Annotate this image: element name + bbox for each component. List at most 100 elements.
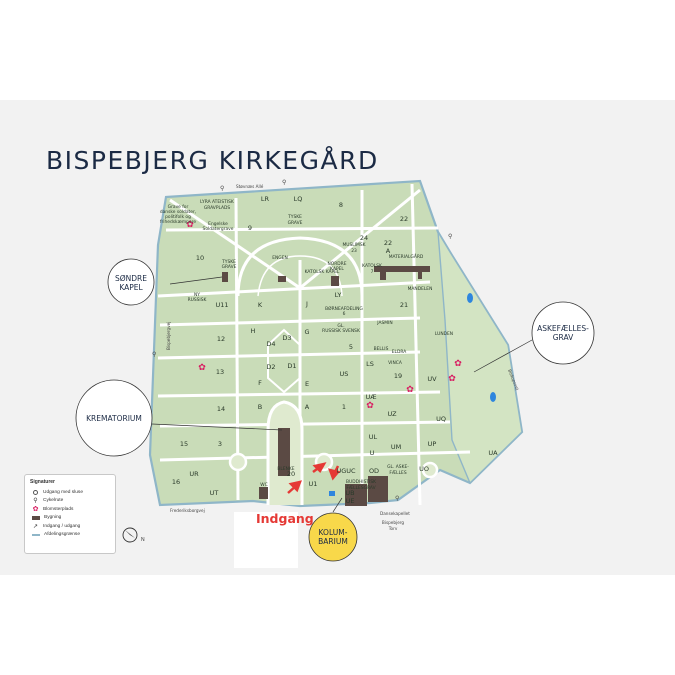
section-label: US bbox=[340, 370, 349, 378]
section-label: G bbox=[304, 328, 309, 336]
section-label: UA bbox=[488, 449, 498, 457]
arch-path bbox=[236, 236, 364, 297]
legend-label: Bygning bbox=[44, 515, 62, 521]
roundabout bbox=[421, 461, 439, 479]
bike-icon: ⚲ bbox=[33, 498, 38, 505]
section-label: E bbox=[305, 380, 309, 388]
section-label: UV bbox=[427, 375, 437, 383]
section-label: LS bbox=[366, 360, 374, 368]
section-label: UT bbox=[210, 489, 219, 497]
section-label: UO bbox=[419, 465, 429, 473]
materialgard-building bbox=[418, 270, 422, 279]
area-label: BØRNEAFDELING bbox=[325, 305, 363, 312]
diamond-path bbox=[267, 328, 301, 394]
flower-icon: ✿ bbox=[32, 506, 39, 514]
area-label: MATERIALGÅRD bbox=[389, 253, 424, 260]
section-label: 3 bbox=[218, 440, 222, 448]
section-label: 13 bbox=[216, 368, 224, 376]
road-label: Torv bbox=[388, 526, 398, 531]
area-label: WC bbox=[260, 482, 267, 488]
section-label: UQ bbox=[436, 415, 446, 423]
callout-krematorium bbox=[75, 379, 153, 457]
callout-label: ASKEFÆLLES- bbox=[537, 324, 589, 333]
area-label: RUSSISK SVENSK bbox=[322, 328, 360, 334]
section-label: UM bbox=[391, 443, 401, 451]
section-label: 21 bbox=[400, 301, 408, 309]
road-label: Bispebjergvej bbox=[166, 322, 171, 350]
section-label: 1 bbox=[342, 403, 346, 411]
katolsk-kapel-building bbox=[278, 276, 286, 282]
area-label: KAPEL bbox=[330, 266, 344, 272]
bike-icon: ⚲ bbox=[395, 495, 399, 502]
flower-markers: ✿ ✿ ✿ ✿ ✿ ✿ bbox=[186, 220, 462, 411]
callout-sondre-kapel bbox=[107, 258, 155, 306]
area-label: GRAVE bbox=[222, 264, 237, 270]
pond bbox=[490, 392, 496, 402]
callout-label: KAPEL bbox=[119, 283, 143, 292]
materialgard-building bbox=[374, 266, 430, 272]
bike-icon: ⚲ bbox=[282, 179, 286, 186]
legend-label: Udgang med sluse bbox=[43, 489, 83, 495]
area-label: frihedskæmpere bbox=[160, 219, 196, 225]
entrance-icon: ↗ bbox=[32, 523, 39, 530]
entrance-arrows bbox=[287, 462, 341, 494]
north-arrow-icon bbox=[122, 527, 138, 543]
section-label: 8 bbox=[339, 201, 343, 209]
area-label: MUSLIMSK bbox=[343, 242, 366, 248]
bike-icon: ⚲ bbox=[448, 233, 452, 240]
area-label: NORDRE bbox=[328, 261, 347, 267]
area-label: GL. ASKE- bbox=[387, 464, 409, 470]
callout-kolumbarium bbox=[308, 512, 358, 562]
section-label: D3 bbox=[282, 334, 291, 342]
road-label: Støvnæs Allé bbox=[236, 184, 264, 189]
area-label: politifolk og bbox=[165, 214, 191, 220]
main-paths bbox=[157, 183, 471, 506]
gate-icon bbox=[33, 489, 38, 495]
section-label: 10 bbox=[196, 254, 204, 262]
section-label: 15 bbox=[180, 440, 188, 448]
callout-askefaelles bbox=[531, 301, 595, 365]
area-label: GL. bbox=[337, 323, 344, 329]
section-label: D1 bbox=[287, 362, 296, 370]
entrance-box bbox=[234, 512, 298, 568]
flower-icon: ✿ bbox=[366, 401, 374, 411]
section-label: UÆ bbox=[365, 393, 376, 401]
bike-icon: ⚲ bbox=[220, 185, 224, 192]
legend-label: Cykelrute bbox=[43, 498, 64, 504]
section-label: 12 bbox=[217, 335, 225, 343]
section-label: 14 bbox=[217, 405, 225, 413]
area-label: KATOLSK KAPEL bbox=[305, 269, 340, 275]
section-label: H bbox=[251, 327, 256, 335]
legend-label: Indgang / udgang bbox=[43, 523, 81, 529]
section-label: K bbox=[258, 301, 263, 309]
section-label: LY bbox=[335, 291, 342, 299]
section-label: J bbox=[305, 300, 308, 308]
flower-icon: ✿ bbox=[186, 220, 194, 230]
legend-row: ✿ Blomsterplads bbox=[30, 505, 110, 514]
section-label: U bbox=[370, 449, 375, 457]
area-label: BLENKE bbox=[277, 466, 294, 472]
section-labels: LR LQ 8 22 9 10 24 22 A U11 K J LY 21 H … bbox=[172, 195, 498, 505]
section-label: D4 bbox=[266, 340, 275, 348]
road-label: Dansekapellet bbox=[380, 511, 410, 516]
area-label: GRAVE bbox=[288, 220, 303, 226]
area-label: ENGEN bbox=[272, 255, 288, 261]
sondre-kapel-building bbox=[222, 272, 228, 282]
section-label: UP bbox=[428, 440, 437, 448]
legend-title: Signaturer bbox=[30, 479, 56, 485]
kolumbarium-building bbox=[345, 484, 367, 506]
roundabout bbox=[228, 452, 248, 472]
section-label: U11 bbox=[215, 301, 228, 309]
area-label: Soldatergrave bbox=[203, 226, 234, 232]
area-label: 6 bbox=[343, 311, 346, 317]
section-label: LR bbox=[261, 195, 270, 203]
area-label: TYSKE bbox=[287, 214, 302, 220]
section-label: UGUC bbox=[336, 467, 356, 475]
krematorium-building bbox=[278, 428, 290, 476]
callout-label: BARIUM bbox=[318, 537, 348, 546]
page-title: BISPEBJERG KIRKEGÅRD bbox=[46, 146, 379, 175]
area-label: FÆLLESGRAV bbox=[346, 485, 375, 491]
area-label: GRAVPLADS bbox=[204, 205, 231, 211]
area-label: danske soldater, bbox=[160, 209, 196, 215]
